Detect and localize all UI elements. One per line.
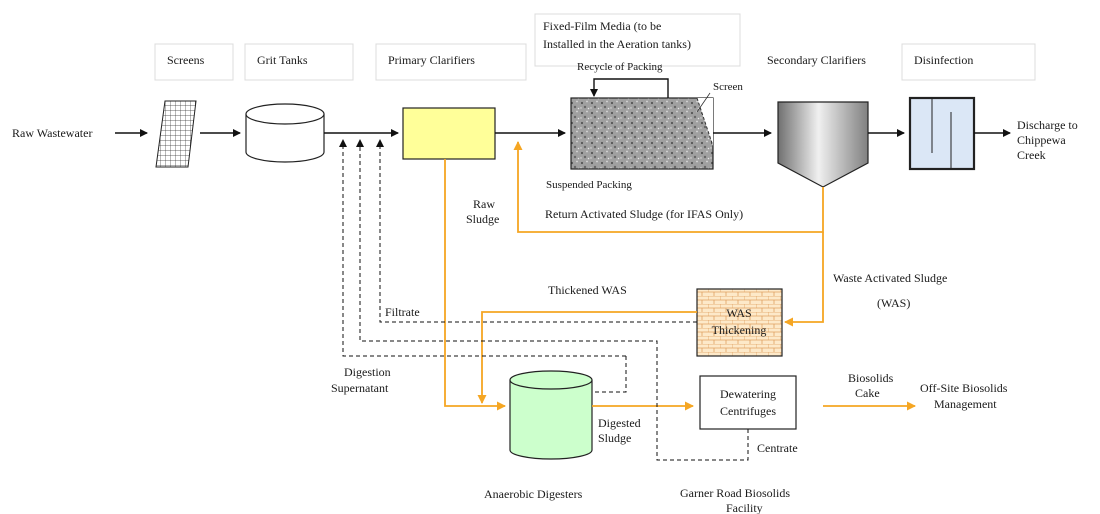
svg-text:Grit Tanks: Grit Tanks — [257, 53, 308, 67]
thickened-was-line — [477, 311, 697, 404]
dewatering-centrifuges-box — [699, 375, 797, 430]
recycle-of-packing-arrow — [590, 78, 669, 98]
header-screens: Screens — [154, 43, 234, 81]
biosolids-cake-label-line1: Biosolids — [848, 371, 894, 385]
aeration-tank-suspended-packing — [570, 97, 714, 170]
offsite-label-line2: Management — [934, 397, 997, 411]
waste-activated-sludge-line — [784, 232, 824, 327]
screen-label: Screen — [713, 81, 743, 93]
was-label-line2: (WAS) — [877, 296, 910, 310]
recycle-of-packing-label: Recycle of Packing — [577, 61, 663, 73]
secondary-clarifier-icon — [777, 101, 869, 188]
svg-text:Primary Clarifiers: Primary Clarifiers — [388, 53, 475, 67]
digestion-supernatant-label-line2: Supernatant — [331, 381, 389, 395]
thickened-was-label: Thickened WAS — [548, 283, 627, 297]
svg-text:Fixed-Film Media (to be: Fixed-Film Media (to be — [543, 19, 661, 33]
header-grit-tanks: Grit Tanks — [244, 43, 354, 81]
disinfection-tank-icon — [908, 96, 976, 171]
svg-text:Disinfection: Disinfection — [914, 53, 973, 67]
anaerobic-digester-icon — [509, 370, 593, 460]
header-primary-clarifiers: Primary Clarifiers — [375, 43, 527, 81]
was-thickening-label-line2: Thickening — [712, 323, 767, 337]
digestion-supernatant-label-line1: Digestion — [344, 365, 391, 379]
svg-text:Installed in the Aeration tank: Installed in the Aeration tanks) — [543, 37, 691, 51]
biosolids-cake-label-line2: Cake — [855, 386, 880, 400]
filtrate-dashed-line — [376, 139, 697, 323]
raw-sludge-label-line2: Sludge — [466, 212, 499, 226]
dewatering-label-line2: Centrifuges — [720, 404, 776, 418]
filtrate-label: Filtrate — [385, 305, 420, 319]
raw-sludge-line — [444, 159, 506, 411]
discharge-label-line3: Creek — [1017, 148, 1046, 162]
header-fixed-film-media: Fixed-Film Media (to be Installed in the… — [534, 13, 741, 67]
header-disinfection: Disinfection — [901, 43, 1036, 81]
digestion-supernatant-dashed-tail — [592, 356, 627, 393]
digested-sludge-label-line2: Sludge — [598, 431, 631, 445]
garner-road-label-line1: Garner Road Biosolids — [680, 486, 790, 500]
centrate-label: Centrate — [757, 441, 798, 455]
was-thickening-label-line1: WAS — [726, 306, 751, 320]
return-activated-sludge-line — [513, 141, 824, 233]
offsite-label-line1: Off-Site Biosolids — [920, 381, 1008, 395]
was-label-line1: Waste Activated Sludge — [833, 271, 947, 285]
digested-sludge-label-line1: Digested — [598, 416, 641, 430]
raw-wastewater-label: Raw Wastewater — [12, 126, 92, 140]
primary-clarifier-box — [402, 107, 496, 160]
garner-road-label-line2: Facility — [726, 501, 763, 514]
digestion-supernatant-dashed-line — [339, 139, 626, 357]
dewatering-label-line1: Dewatering — [720, 387, 776, 401]
grit-tank-icon — [245, 103, 325, 163]
suspended-packing-label: Suspended Packing — [546, 179, 632, 191]
discharge-label-line2: Chippewa — [1017, 133, 1066, 147]
discharge-label-line1: Discharge to — [1017, 118, 1078, 132]
return-activated-sludge-label: Return Activated Sludge (for IFAS Only) — [545, 207, 743, 221]
screens-icon — [155, 100, 197, 168]
header-secondary-clarifiers: Secondary Clarifiers — [767, 53, 866, 67]
raw-sludge-label-line1: Raw — [473, 197, 495, 211]
svg-text:Screens: Screens — [167, 53, 205, 67]
anaerobic-digesters-label: Anaerobic Digesters — [484, 487, 583, 501]
screen-divider — [696, 97, 714, 147]
